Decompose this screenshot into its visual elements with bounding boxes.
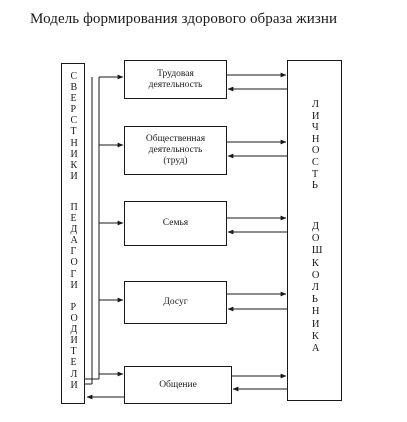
activity-box-leisure: Досуг: [124, 281, 227, 324]
diagram-title: Модель формирования здорового образа жиз…: [30, 11, 338, 27]
personality-label: ЛИЧНОСТЬ: [311, 99, 320, 192]
group-label-peers: СВЕРСТНИКИ: [70, 71, 78, 182]
group-label-parents: РОДИТЕЛИ: [70, 302, 78, 391]
activity-box-social: Общественная деятельность (труд): [124, 126, 227, 175]
activity-box-labor: Трудовая деятельность: [124, 60, 227, 99]
group-label-teachers: ПЕДАГОГИ: [70, 202, 78, 291]
activity-box-family: Семья: [124, 201, 227, 246]
right-column-box: ЛИЧНОСТЬ ДОШКОЛЬНИКА: [287, 60, 342, 401]
left-column-box: СВЕРСТНИКИ ПЕДАГОГИ РОДИТЕЛИ: [61, 63, 85, 404]
activity-box-communication: Общение: [124, 366, 232, 404]
